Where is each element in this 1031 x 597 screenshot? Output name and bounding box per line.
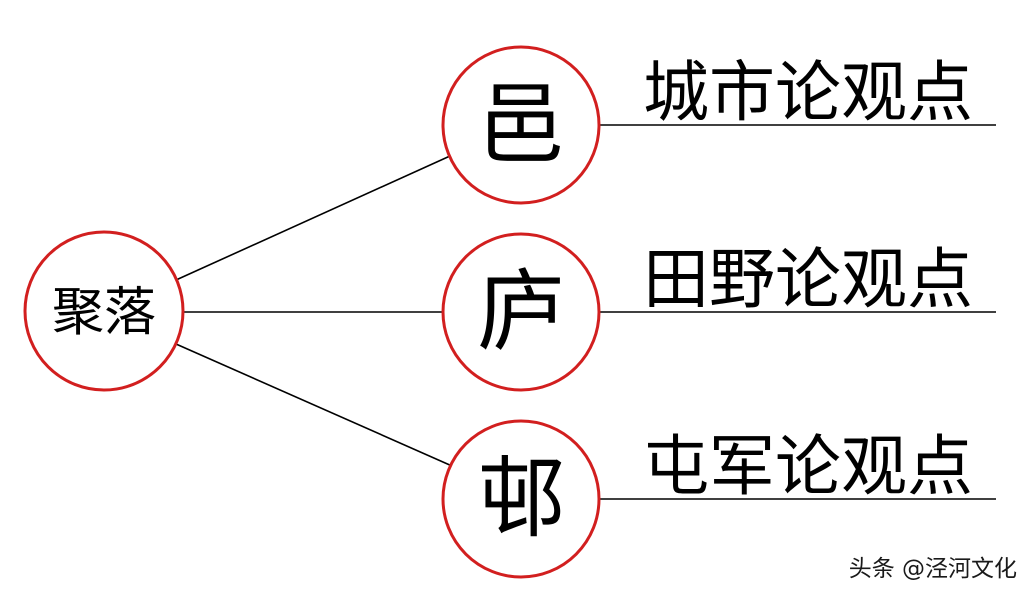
branch-node-2: 庐 xyxy=(441,232,601,392)
branch-node-3: 邨 xyxy=(441,419,601,579)
viewpoint-label-3: 屯军论观点 xyxy=(643,428,973,505)
viewpoint-label-1: 城市论观点 xyxy=(643,54,973,131)
watermark-text: 头条 @泾河文化 xyxy=(848,556,1017,582)
root-node-label: 聚落 xyxy=(52,283,156,343)
branch-node-3-circle xyxy=(441,419,601,579)
branch-node-1-circle xyxy=(441,45,601,205)
connector-line-1 xyxy=(175,155,451,281)
root-node-circle xyxy=(23,230,185,392)
branch-node-1: 邑 xyxy=(441,45,601,205)
root-node: 聚落 xyxy=(23,230,185,392)
connector-line-3 xyxy=(175,343,453,467)
branch-node-3-char: 邨 xyxy=(477,447,565,550)
viewpoint-label-2: 田野论观点 xyxy=(643,241,973,318)
branch-node-2-char: 庐 xyxy=(477,260,565,363)
branch-node-2-circle xyxy=(441,232,601,392)
branch-node-1-char: 邑 xyxy=(477,73,565,176)
